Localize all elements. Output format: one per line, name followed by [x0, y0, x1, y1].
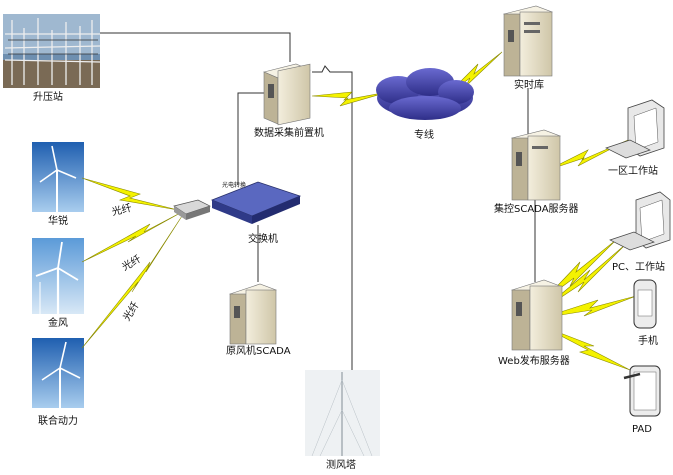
label-pad: PAD	[632, 424, 652, 435]
line-frontend-switch	[237, 92, 265, 185]
workstation-zone1	[605, 99, 665, 159]
phone-device	[633, 279, 657, 329]
label-scada-server: 集控SCADA服务器	[494, 204, 579, 215]
bolt-frontend-cloud	[311, 91, 389, 107]
server-frontend	[263, 63, 311, 126]
server-web	[511, 279, 563, 351]
label-switch: 交换机	[248, 234, 278, 245]
turbine-photo-jinfeng	[32, 238, 84, 314]
label-phone: 手机	[638, 336, 658, 347]
connection-lines	[100, 32, 536, 370]
workstation-pc	[609, 191, 671, 251]
server-orig-scada	[229, 283, 277, 345]
server-scada	[510, 129, 562, 201]
met-mast-photo	[305, 370, 380, 457]
label-zone1-ws: 一区工作站	[608, 166, 658, 177]
substation-photo	[3, 14, 101, 88]
label-dedicated-line: 专线	[414, 130, 434, 141]
label-met-mast: 测风塔	[326, 460, 356, 471]
turbine-photo-huarui	[32, 142, 84, 212]
cloud-dedicated-line	[376, 68, 474, 120]
label-front-end: 数据采集前置机	[254, 128, 324, 139]
line-substation-frontend	[100, 32, 291, 62]
label-switch-tag: 光电转换	[222, 182, 247, 189]
label-jinfeng: 金风	[48, 318, 68, 329]
switch-device	[210, 181, 302, 224]
bolt-jinfeng	[81, 211, 183, 263]
pad-device	[623, 365, 661, 417]
label-web-server: Web发布服务器	[498, 356, 570, 367]
line-frontend-metmast	[312, 65, 353, 370]
label-lianhe: 联合动力	[38, 416, 78, 427]
server-realtime	[502, 5, 554, 77]
label-orig-scada: 原风机SCADA	[226, 346, 291, 357]
label-huarui: 华锐	[48, 216, 68, 227]
hub-device	[173, 199, 211, 220]
label-pc-ws: PC、工作站	[612, 262, 666, 273]
label-substation: 升压站	[33, 92, 63, 103]
label-realtime-db: 实时库	[514, 80, 544, 91]
turbine-photo-lianhe	[32, 338, 84, 408]
